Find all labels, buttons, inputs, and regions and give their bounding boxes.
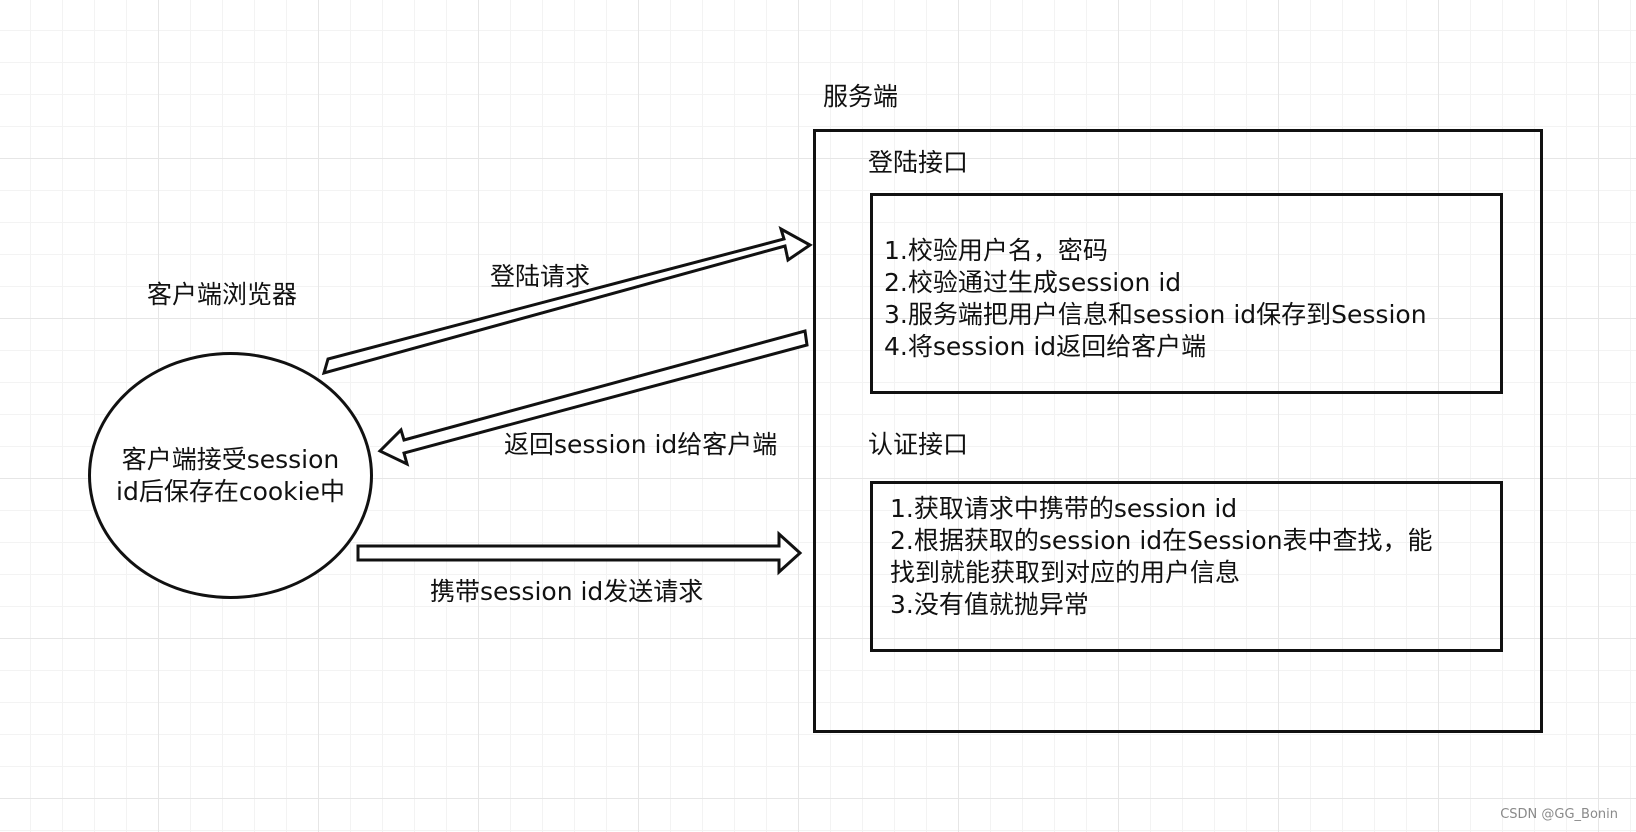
watermark: CSDN @GG_Bonin xyxy=(1500,807,1618,822)
auth-interface-box xyxy=(870,481,1503,652)
server-box xyxy=(813,129,1543,733)
login-step-3: 3.服务端把用户信息和session id保存到Session xyxy=(884,300,1427,329)
auth-step-2: 2.根据获取的session id在Session表中查找，能 xyxy=(890,526,1433,555)
send-request-label: 携带session id发送请求 xyxy=(430,577,704,606)
client-circle-text: 客户端接受session id后保存在cookie中 xyxy=(88,444,373,508)
auth-interface-title: 认证接口 xyxy=(868,430,969,459)
login-step-1: 1.校验用户名，密码 xyxy=(884,236,1108,265)
login-interface-title: 登陆接口 xyxy=(868,148,969,177)
login-interface-box xyxy=(870,193,1503,394)
login-request-arrow xyxy=(321,225,813,376)
login-steps: 1.校验用户名，密码 2.校验通过生成session id 3.服务端把用户信息… xyxy=(884,235,1427,363)
login-request-label: 登陆请求 xyxy=(490,262,591,291)
auth-steps: 1.获取请求中携带的session id 2.根据获取的session id在S… xyxy=(890,493,1433,621)
client-title: 客户端浏览器 xyxy=(147,280,298,309)
login-step-4: 4.将session id返回给客户端 xyxy=(884,332,1207,361)
send-request-arrow xyxy=(356,530,803,576)
login-step-2: 2.校验通过生成session id xyxy=(884,268,1182,297)
client-circle-line-2: id后保存在cookie中 xyxy=(116,477,345,506)
auth-step-3: 找到就能获取到对应的用户信息 xyxy=(890,558,1241,587)
auth-step-1: 1.获取请求中携带的session id xyxy=(890,494,1238,523)
return-session-label: 返回session id给客户端 xyxy=(504,430,778,459)
client-circle xyxy=(88,352,373,599)
return-session-arrow xyxy=(377,329,809,467)
auth-step-4: 3.没有值就抛异常 xyxy=(890,590,1089,619)
server-title: 服务端 xyxy=(823,82,899,111)
client-circle-line-1: 客户端接受session xyxy=(121,445,340,474)
